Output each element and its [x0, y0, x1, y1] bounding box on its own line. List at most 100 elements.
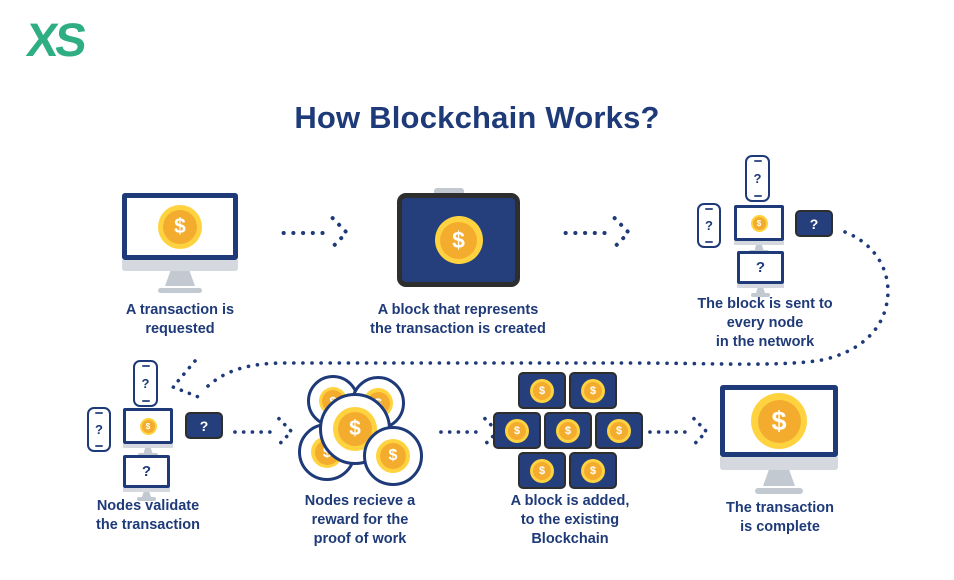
monitor-neck	[143, 448, 153, 453]
caption-step-3: The block is sent to every node in the n…	[697, 296, 833, 350]
monitor-bottom-bar	[720, 457, 838, 470]
dollar-coin-icon: $	[530, 378, 554, 403]
blockchain-block: $	[569, 372, 617, 409]
reward-circle: $	[363, 426, 423, 486]
dollar-text: $	[538, 464, 546, 477]
dollar-symbol: $	[380, 443, 406, 469]
caption-step-2: A block that represents the transaction …	[370, 302, 546, 337]
monitor-base	[137, 497, 156, 501]
dollar-symbol: $	[559, 421, 577, 440]
question-mark: ?	[755, 259, 766, 276]
phone-node-icon: ?	[745, 155, 770, 202]
dollar-coin-icon: $	[376, 439, 410, 473]
dollar-text: $	[174, 214, 186, 238]
monitor-neck	[142, 492, 151, 497]
dollar-text: $	[538, 384, 546, 397]
dollar-symbol: $	[610, 421, 628, 440]
tablet-block-created: $	[397, 193, 520, 287]
monitor-screen: ?	[123, 455, 170, 488]
question-mark: ?	[199, 417, 209, 434]
dollar-text: $	[615, 424, 623, 437]
dollar-text: $	[388, 447, 398, 464]
xs-logo: XS	[24, 13, 87, 66]
dollar-text: $	[145, 421, 151, 431]
monitor-transaction-requested: $	[122, 193, 238, 293]
caption-step-5: Nodes recieve a reward for the proof of …	[304, 493, 416, 547]
question-mark: ?	[95, 422, 103, 437]
dollar-symbol: $	[440, 221, 477, 259]
monitor-screen: $	[122, 193, 238, 260]
dollar-text: $	[589, 384, 597, 397]
monitor-neck	[754, 245, 764, 250]
dollar-coin-icon: $	[750, 214, 768, 232]
dollar-text: $	[452, 226, 465, 253]
dollar-coin-icon: $	[607, 418, 631, 443]
caption-step-6: A block is added, to the existing Blockc…	[510, 493, 630, 547]
dollar-coin-icon: $	[434, 216, 483, 264]
dollar-coin-icon: $	[581, 458, 605, 483]
dollar-text: $	[349, 417, 361, 440]
page-title: How Blockchain Works?	[294, 100, 660, 135]
monitor-node-icon: ?	[737, 251, 784, 297]
tablet-node-icon: ?	[795, 210, 833, 237]
monitor-bottom-bar	[734, 241, 784, 245]
monitor-bottom-bar	[123, 444, 173, 448]
monitor-neck	[165, 271, 195, 286]
dollar-text: $	[513, 424, 521, 437]
dollar-symbol: $	[584, 381, 602, 400]
blockchain-block: $	[518, 452, 566, 489]
monitor-screen: $	[123, 408, 173, 444]
question-mark: ?	[809, 215, 819, 232]
dollar-coin-icon: $	[139, 417, 157, 435]
dollar-coin-icon: $	[158, 204, 202, 249]
monitor-neck	[756, 288, 765, 293]
monitor-bottom-bar	[122, 260, 238, 271]
dollar-symbol: $	[508, 421, 526, 440]
caption-step-1: A transaction is requested	[125, 302, 235, 337]
question-mark: ?	[141, 463, 152, 480]
dollar-symbol: $	[141, 419, 155, 433]
node-network-cluster-sent: ? ? $ ? ?	[695, 155, 845, 300]
blockchain-block: $	[518, 372, 566, 409]
monitor-screen: $	[734, 205, 784, 241]
blockchain-block: $	[544, 412, 592, 449]
dollar-symbol: $	[533, 461, 551, 480]
caption-step-4: Nodes validate the transaction	[96, 498, 200, 533]
dollar-symbol: $	[752, 216, 766, 230]
monitor-screen: $	[720, 385, 838, 457]
dotted-arrow-right-icon	[646, 413, 712, 451]
question-mark: ?	[753, 171, 762, 186]
monitor-base	[158, 288, 202, 293]
monitor-bottom-bar	[123, 488, 170, 492]
monitor-base	[755, 488, 803, 494]
monitor-transaction-complete: $	[720, 385, 838, 494]
dollar-coin-icon: $	[333, 407, 377, 451]
dollar-text: $	[771, 405, 787, 436]
dollar-symbol: $	[584, 461, 602, 480]
dollar-text: $	[589, 464, 597, 477]
dollar-coin-icon: $	[556, 418, 580, 443]
dollar-symbol: $	[757, 399, 801, 443]
phone-node-icon: ?	[697, 203, 721, 248]
phone-node-icon: ?	[87, 407, 111, 452]
monitor-node-coin-icon: $	[734, 205, 784, 254]
dollar-coin-icon: $	[505, 418, 529, 443]
monitor-node-coin-icon: $	[123, 408, 173, 457]
dollar-symbol: $	[163, 209, 197, 244]
dotted-arrow-right-icon	[231, 413, 297, 451]
caption-step-7: The transaction is complete	[726, 500, 834, 535]
monitor-node-icon: ?	[123, 455, 170, 501]
dollar-text: $	[756, 218, 762, 228]
dollar-text: $	[564, 424, 572, 437]
blockchain-block: $	[493, 412, 541, 449]
monitor-screen: ?	[737, 251, 784, 284]
dollar-coin-icon: $	[751, 393, 807, 449]
tablet-node-icon: ?	[185, 412, 223, 439]
dollar-coin-icon: $	[530, 458, 554, 483]
dollar-coin-icon: $	[581, 378, 605, 403]
tablet-camera-bar	[434, 188, 464, 195]
question-mark: ?	[705, 218, 713, 233]
monitor-neck	[763, 470, 795, 486]
monitor-bottom-bar	[737, 284, 784, 288]
